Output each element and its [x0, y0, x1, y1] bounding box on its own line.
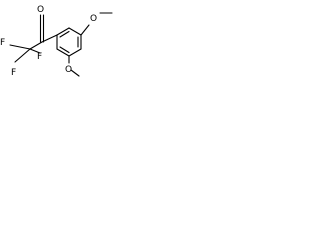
- ring-double-bond: [59, 46, 70, 54]
- ring-bond: [68, 27, 82, 36]
- methoxy-bottom-methyl-bond: [70, 69, 80, 77]
- ring-bond: [56, 27, 70, 36]
- ring-bond: [68, 48, 82, 57]
- cf-bond-left: [9, 44, 31, 50]
- fluorine-bottom-label: F: [11, 68, 16, 78]
- fluorine-right-label: F: [37, 52, 42, 62]
- chemical-structure-diagram: O F F F O O: [0, 5, 113, 78]
- carbonyl-cf3-bond: [29, 41, 43, 50]
- cf-bond-bottom: [14, 48, 31, 63]
- fluorine-left-label: F: [0, 38, 5, 48]
- cf-bond-right: [29, 48, 41, 54]
- ketone-ring-bond: [41, 34, 58, 43]
- methoxy-top-oxygen-label: O: [90, 14, 97, 24]
- ring-double-bond: [59, 30, 70, 38]
- methoxy-bottom-oxygen-label: O: [65, 65, 72, 75]
- methoxy-top-ring-bond: [80, 24, 90, 36]
- ring-bond: [56, 48, 70, 57]
- carbonyl-oxygen-label: O: [37, 5, 44, 15]
